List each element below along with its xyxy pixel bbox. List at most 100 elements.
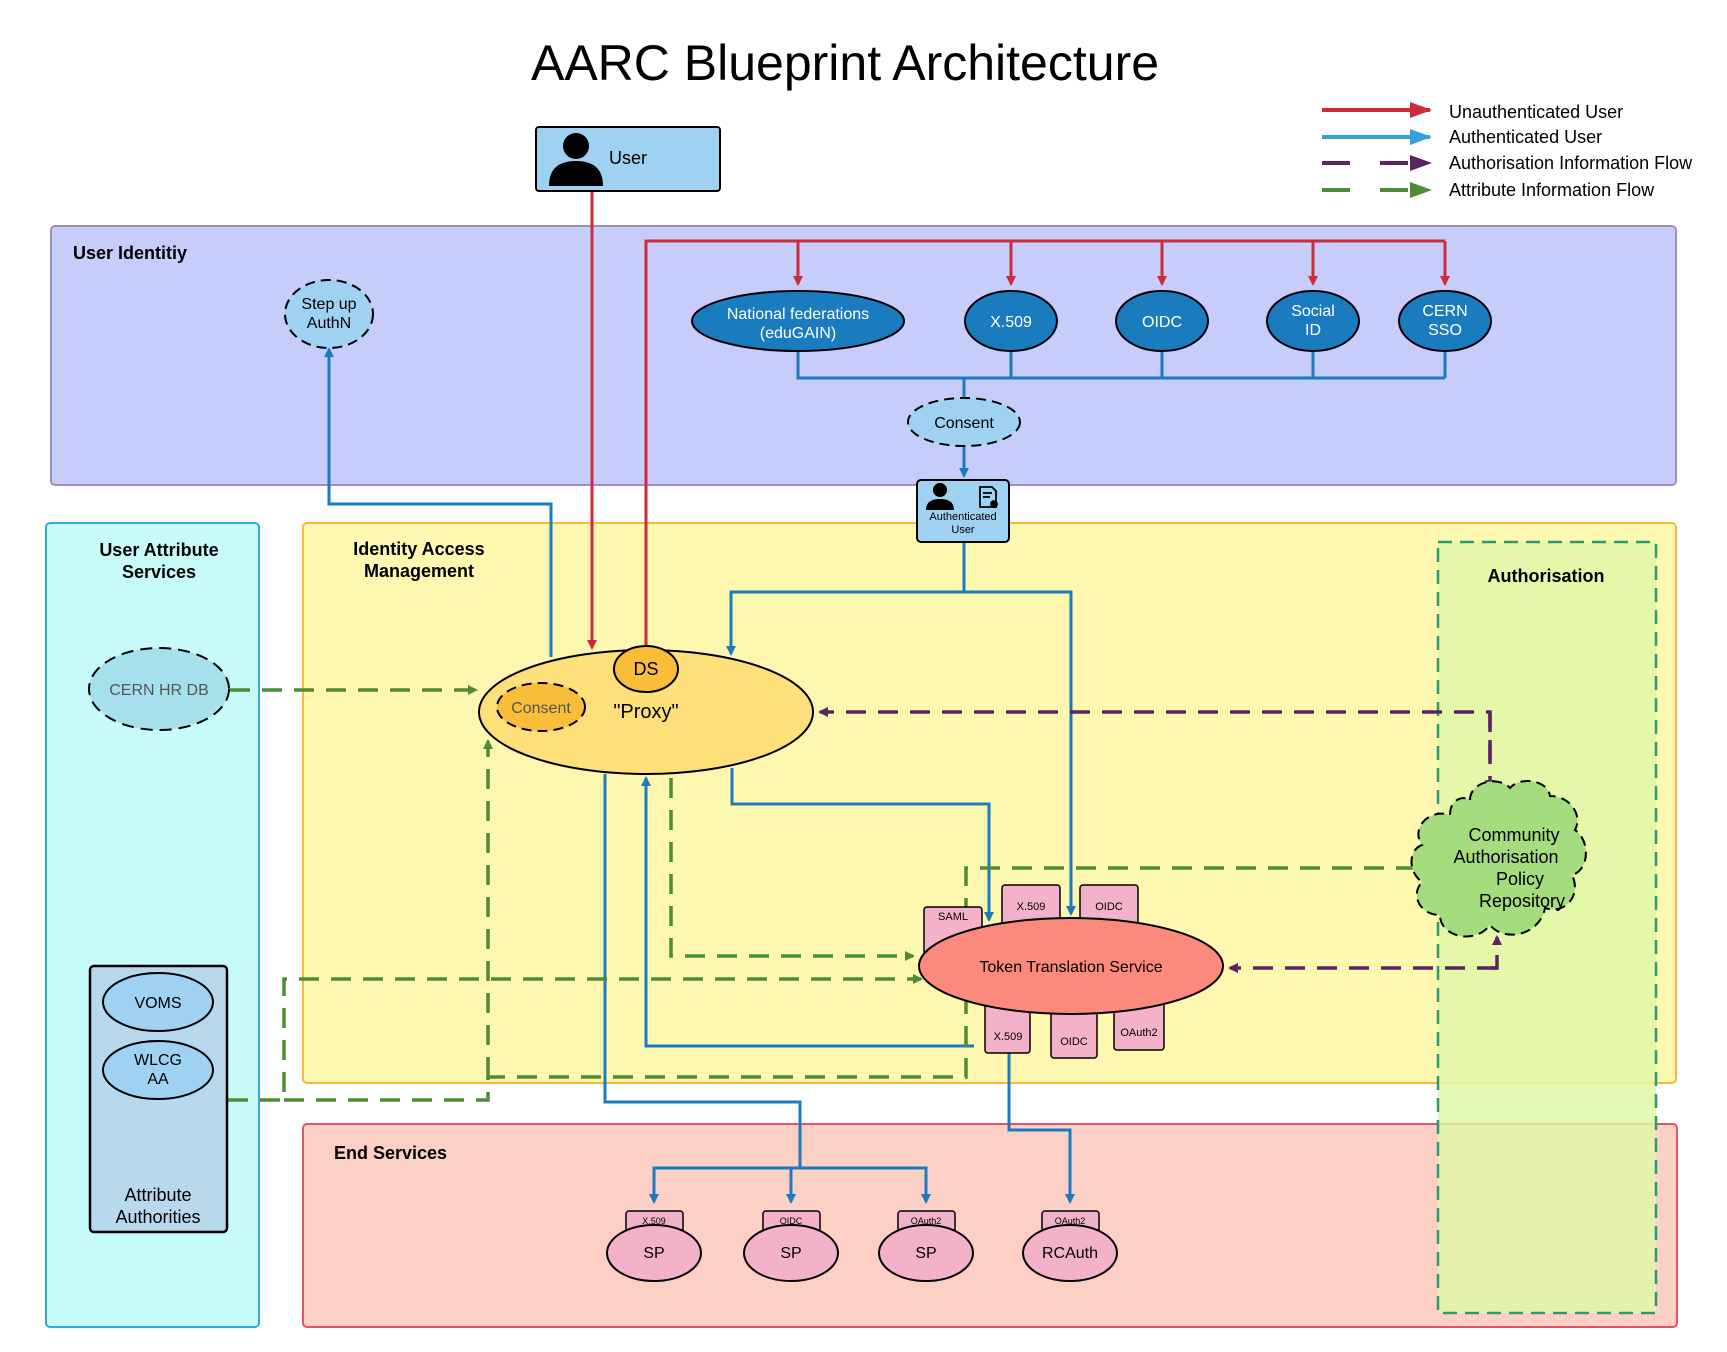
certificate-icon [979,486,998,508]
authorisation-flows [818,707,1502,973]
sp-x509[interactable]: X.509 SP [606,1210,702,1282]
tts-tab-saml-label: SAML [938,911,968,923]
aa-to-tts-arrow [228,974,923,1102]
to-sp-oauth2-arrow [800,1166,931,1204]
tts-repo-arrow [1490,935,1502,970]
community-repo-label-1: Community [1468,825,1559,845]
wlcg-aa-shape[interactable] [102,1040,214,1100]
rcauth[interactable]: OAuth2 RCAuth [1022,1210,1118,1282]
authorisation-title: Authorisation [1488,566,1605,586]
community-repo-label-2: Authorisation [1453,847,1558,867]
legend-unauth-label: Unauthenticated User [1449,102,1623,122]
sp-oauth2[interactable]: OAuth2 SP [878,1210,974,1282]
rcauth-shape[interactable] [1022,1224,1118,1282]
idp-oidc-shape[interactable] [1115,290,1209,352]
ds-shape[interactable] [613,645,679,693]
authuser-to-tts-arrow [964,590,1076,916]
cern-hr-db-shape[interactable] [88,647,230,731]
attribute-flows [228,685,1442,1102]
proxy-label: "Proxy" [613,701,678,723]
proxy-to-tts-arrow [730,768,994,922]
tts-label: Token Translation Service [979,959,1162,976]
tts-tab-x509-bottom-label: X.509 [994,1031,1023,1043]
idp-national-shape[interactable] [691,290,905,352]
user-node[interactable]: User [535,126,721,192]
proxy-consent-shape[interactable] [496,682,586,732]
voms-node[interactable]: VOMS [102,972,214,1032]
step-up-label-1: Step up [301,296,356,313]
community-repo-label-4: Repository [1479,891,1565,911]
idp-cern-shape[interactable] [1398,290,1492,352]
sp-x509-label: SP [643,1245,664,1262]
voms-shape[interactable] [102,972,214,1032]
user-icon [926,483,954,510]
rcauth-tab-label: OAuth2 [1055,1216,1086,1226]
proxy-consent-node[interactable]: Consent [496,682,586,732]
proxy-to-tts-attr-arrow [669,778,915,961]
iam-title-1: Identity Access [353,539,484,559]
step-up-shape[interactable] [284,279,374,349]
user-label: User [609,148,647,168]
idp-x509[interactable]: X.509 [964,290,1058,352]
ds-label: DS [633,659,658,679]
authenticated-user-node[interactable]: Authenticated User [916,479,1010,543]
idp-cern-label-2: SSO [1428,322,1462,339]
idp-social-label-1: Social [1291,303,1335,320]
sp-oidc-shape[interactable] [743,1224,839,1282]
proxy-consent-label: Consent [511,700,571,717]
sp-x509-shape[interactable] [606,1224,702,1282]
cern-hr-db-node[interactable]: CERN HR DB [88,647,230,731]
ds-to-idps-line [644,239,1445,648]
aa-to-proxy-arrow [284,863,1442,1102]
end-services: X.509 SP OIDC SP OAuth2 SP OAuth2 RCAuth [606,1210,1118,1282]
idp-social-id[interactable]: Social ID [1266,290,1360,352]
wlcg-aa-node[interactable]: WLCG AA [102,1040,214,1100]
step-up-authn[interactable]: Step up AuthN [284,279,374,349]
idp-cern-sso[interactable]: CERN SSO [1398,290,1492,352]
tts-shape[interactable] [918,917,1224,1015]
idp-social-shape[interactable] [1266,290,1360,352]
cloud-shape[interactable] [1410,780,1587,938]
legend-authz-label: Authorisation Information Flow [1449,153,1693,173]
consent-node[interactable]: Consent [907,397,1021,447]
idp-national-federations[interactable]: National federations (eduGAIN) [691,290,905,352]
idp-national-label-2: (eduGAIN) [760,325,836,342]
tts-to-rcauth-arrow [1007,1048,1075,1204]
step-up-label-2: AuthN [307,315,351,332]
sp-oidc-label: SP [780,1245,801,1262]
tts-tab-oauth2-bottom-label: OAuth2 [1120,1027,1157,1039]
voms-label: VOMS [134,995,181,1012]
consent-shape[interactable] [907,397,1021,447]
user-identity-title: User Identitiy [73,243,187,263]
idp-oidc-label: OIDC [1142,314,1182,331]
legend-auth-label: Authenticated User [1449,127,1602,147]
token-translation-service[interactable]: SAML X.509 OIDC X.509 OIDC OAuth2 Token … [918,884,1224,1059]
ds-node[interactable]: DS [613,645,679,693]
idp-x509-label: X.509 [990,314,1032,331]
tts-tab-oidc-bottom-label: OIDC [1060,1036,1088,1048]
iam-title-2: Management [364,561,474,581]
authenticated-user-label-2: User [951,524,975,536]
idp-national-label-1: National federations [727,306,869,323]
end-services-title: End Services [334,1143,447,1163]
proxy-to-stepup-arrow [324,347,553,657]
sp-oidc[interactable]: OIDC SP [743,1210,839,1282]
authenticated-flows [324,347,1447,1204]
user-icon [549,133,603,186]
idp-oidc[interactable]: OIDC [1115,290,1209,352]
attr-services-title-1: User Attribute [99,540,218,560]
rcauth-label: RCAuth [1042,1245,1098,1262]
community-repo-node[interactable]: Community Authorisation Policy Repositor… [1410,780,1587,938]
wlcg-aa-label-1: WLCG [134,1052,182,1069]
attribute-authorities-label-1: Attribute [124,1185,191,1205]
idps-to-consent-line [796,352,1447,400]
sp-oidc-tab-label: OIDC [780,1216,803,1226]
idp-x509-shape[interactable] [964,290,1058,352]
proxy-node[interactable]: "Proxy" DS Consent [478,645,814,775]
sp-oauth2-shape[interactable] [878,1224,974,1282]
sp-oauth2-tab-label: OAuth2 [911,1216,942,1226]
diagram-title: AARC Blueprint Architecture [531,35,1159,91]
attribute-authorities-node: VOMS WLCG AA Attribute Authorities [88,964,229,1234]
proxy-to-sps-line [603,774,802,1204]
